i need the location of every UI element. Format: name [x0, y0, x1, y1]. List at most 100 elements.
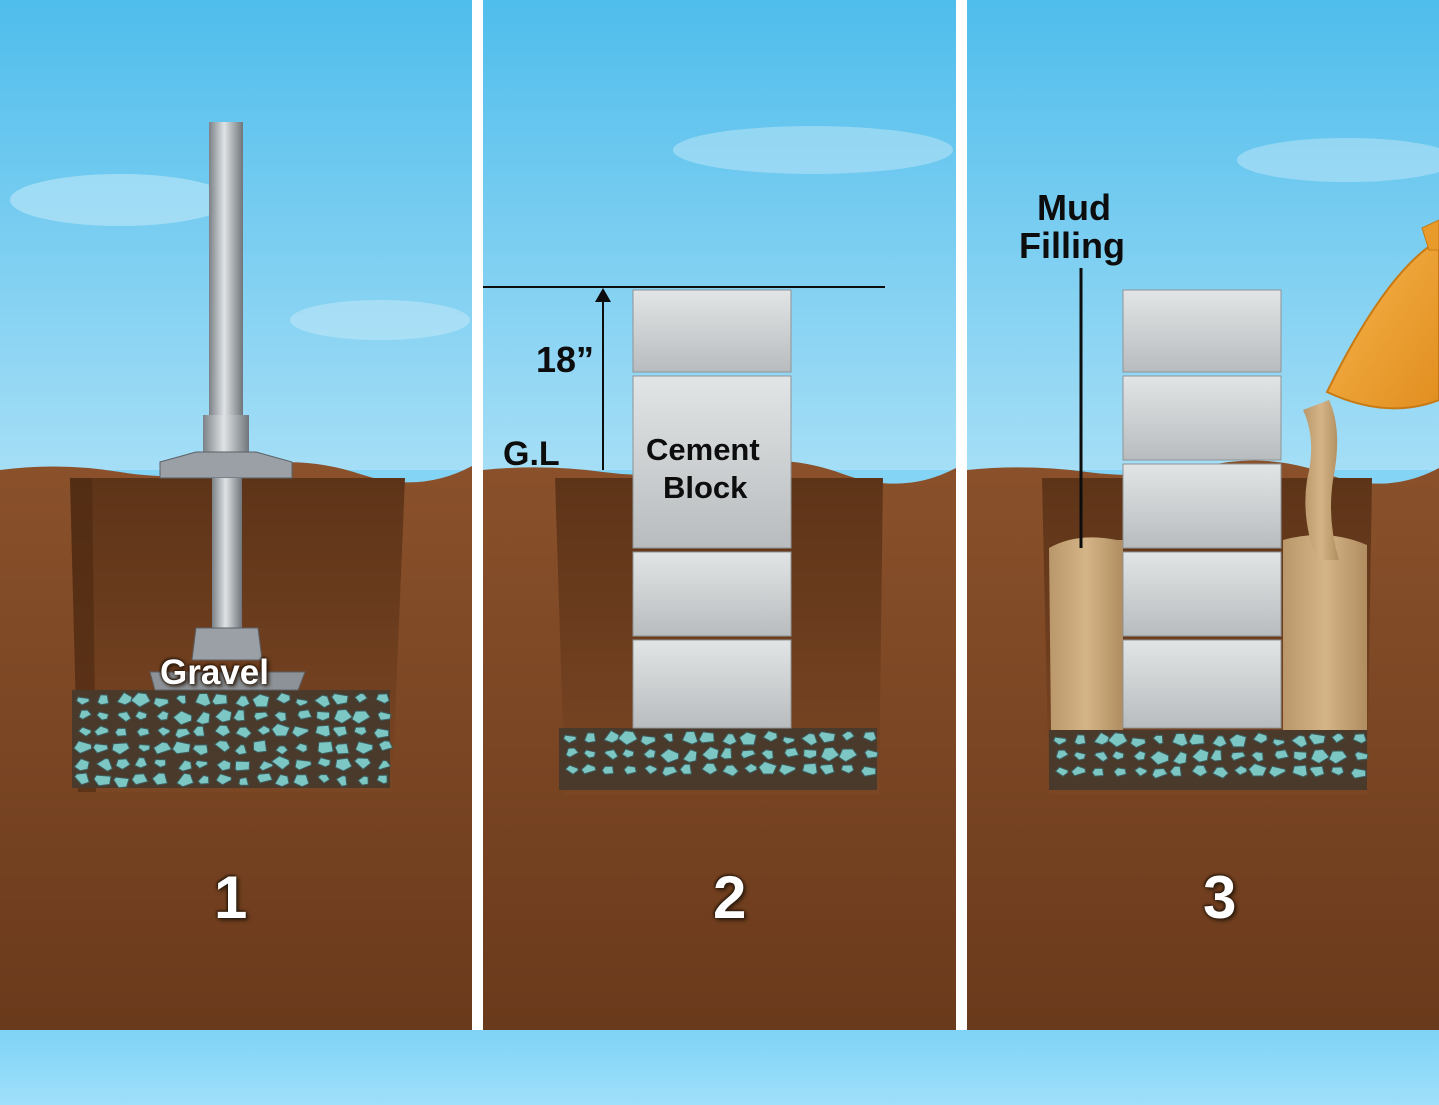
gravel-stone — [238, 776, 250, 786]
gravel-stone — [1233, 765, 1248, 776]
cloud — [290, 300, 470, 340]
gravel-stone — [96, 694, 110, 706]
gravel-stone — [133, 756, 148, 769]
panel-step-3: Mud Filling 3 — [967, 0, 1439, 1030]
gravel-stone — [73, 772, 90, 786]
cloud — [673, 126, 953, 174]
gravel-stone — [1091, 767, 1105, 777]
gravel-stone — [297, 709, 313, 720]
gravel-stone — [1093, 731, 1110, 746]
gravel-stone — [353, 726, 368, 736]
gravel-stone — [175, 694, 187, 705]
gravel-stone — [211, 693, 228, 706]
gravel-stone — [232, 709, 246, 722]
gravel-stone — [273, 711, 287, 723]
gravel-stone — [192, 744, 209, 756]
gravel-stone — [233, 744, 248, 756]
height-label: 18” — [536, 339, 595, 380]
gravel-stone — [192, 725, 205, 737]
cloud — [1237, 138, 1439, 182]
gravel-stone — [314, 724, 331, 738]
gravel-stone — [1055, 749, 1070, 760]
gravel-stone — [760, 749, 774, 761]
gravel-stone — [275, 692, 291, 705]
gravel-stone — [253, 711, 270, 722]
gravel-stone — [1274, 749, 1290, 760]
gravel-stone — [334, 742, 350, 755]
gravel-stone — [1330, 766, 1345, 776]
gravel-stone — [194, 759, 209, 770]
gravel-stone — [778, 763, 797, 776]
arrow-up-icon — [595, 288, 611, 302]
gravel-stone — [1151, 767, 1169, 779]
gravel-stone — [73, 740, 93, 755]
gravel-stone — [258, 760, 274, 772]
gravel-stone — [316, 757, 331, 768]
gravel-stone — [136, 727, 150, 738]
cloud — [10, 174, 230, 226]
gravel-stone — [640, 735, 657, 747]
gravel-stone — [1250, 751, 1264, 763]
step-number: 1 — [214, 864, 248, 931]
gravel-stone — [840, 764, 855, 774]
gravel-stone — [354, 692, 369, 704]
gravel-stone — [661, 765, 679, 777]
panel-2-illustration — [483, 0, 956, 1030]
gravel-stone — [719, 747, 733, 760]
gravel-layer — [72, 690, 394, 789]
gravel-stone — [295, 698, 308, 707]
gravel-stone — [862, 731, 877, 742]
gravel-stone — [112, 776, 130, 789]
gravel-stone — [93, 774, 112, 787]
gravel-stone — [177, 759, 193, 772]
gravel-stone — [115, 758, 131, 770]
gravel-stone — [1172, 751, 1188, 765]
gravel-stone — [682, 749, 698, 763]
gravel-stone — [603, 749, 619, 761]
gravel-stone — [274, 773, 290, 788]
gravel-stone — [701, 762, 718, 776]
gravel-stone — [292, 774, 310, 788]
gravel-stone — [174, 727, 192, 739]
mud-filling-label-line1: Mud — [1037, 187, 1111, 228]
gravel-stone — [376, 774, 388, 785]
gravel-stone — [335, 775, 348, 787]
gravel-stone — [643, 764, 658, 775]
gravel-stone — [377, 759, 392, 771]
gravel-stone — [1073, 734, 1087, 746]
gravel-stone — [234, 760, 251, 772]
gravel-stone — [679, 763, 692, 775]
step-number: 3 — [1203, 864, 1237, 931]
panel-divider — [472, 0, 483, 1030]
gravel-stone — [841, 730, 856, 742]
gravel-stone — [155, 710, 170, 721]
gravel-stone — [373, 727, 390, 739]
cement-block-label-line1: Cement — [646, 432, 760, 467]
gravel-stone — [1052, 736, 1067, 746]
gravel-stone — [1290, 734, 1308, 749]
mud-fill-left — [1049, 537, 1123, 730]
gravel-stone — [256, 772, 273, 784]
gravel-stone — [252, 739, 268, 753]
panel-1-illustration — [0, 0, 472, 1030]
cement-block-stack — [1122, 289, 1282, 729]
gravel-stone — [334, 757, 353, 772]
gravel-stone — [801, 762, 818, 776]
gravel-stone — [1211, 766, 1230, 779]
gravel-stone — [621, 748, 635, 759]
cement-block-label-line2: Block — [663, 470, 748, 505]
gravel-stone — [642, 748, 657, 759]
gravel-stone — [153, 697, 170, 709]
gravel-stone — [762, 730, 778, 743]
gravel-stone — [562, 734, 577, 744]
ground-level-label: G.L — [503, 435, 560, 473]
gravel-stone — [1310, 748, 1331, 764]
gravel-stone — [743, 763, 758, 774]
gravel-stone — [313, 694, 331, 709]
gravel-stone — [1132, 750, 1147, 761]
gravel-stone — [1230, 751, 1247, 762]
gravel-stone — [1307, 733, 1326, 746]
gravel-stone — [357, 775, 369, 786]
gravel-stone — [172, 710, 193, 726]
gravel-stone — [1093, 751, 1109, 763]
